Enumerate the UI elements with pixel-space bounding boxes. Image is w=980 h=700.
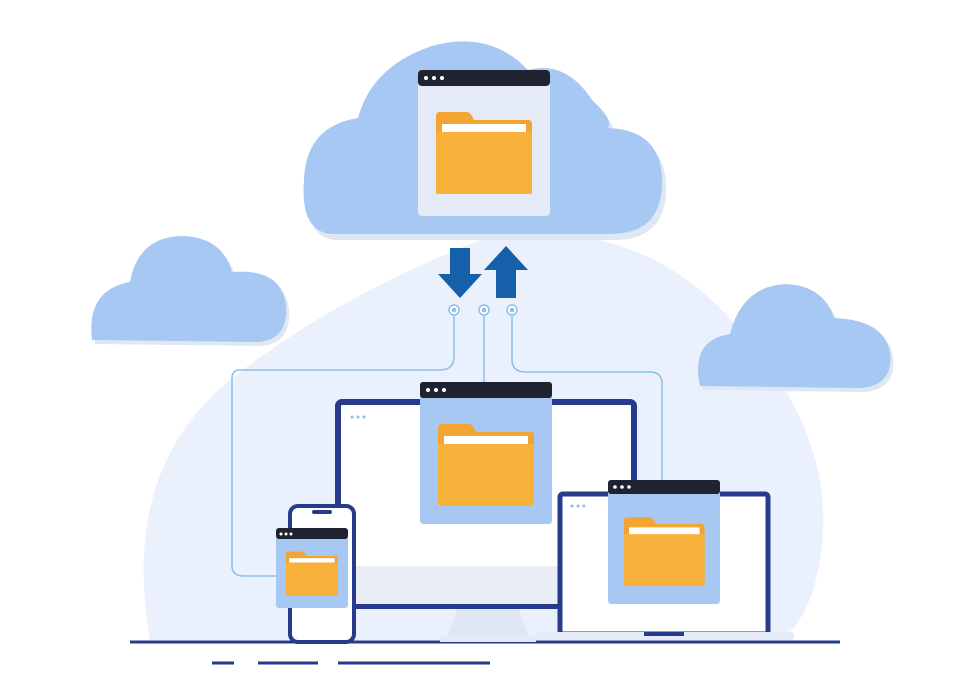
- folder-icon: [436, 112, 532, 194]
- folder-icon: [438, 424, 534, 506]
- phone-window: [276, 528, 348, 608]
- download-arrow-icon: [438, 248, 482, 298]
- upload-arrow-icon: [484, 246, 528, 298]
- cloud-window: [418, 70, 550, 216]
- folder-icon: [286, 551, 338, 596]
- connector-lines: [231, 304, 663, 577]
- laptop-window: [608, 480, 720, 604]
- folder-icon: [624, 517, 705, 587]
- cloud-icon: [91, 236, 290, 346]
- cloud-icon: [698, 284, 894, 392]
- monitor-window: [420, 382, 552, 524]
